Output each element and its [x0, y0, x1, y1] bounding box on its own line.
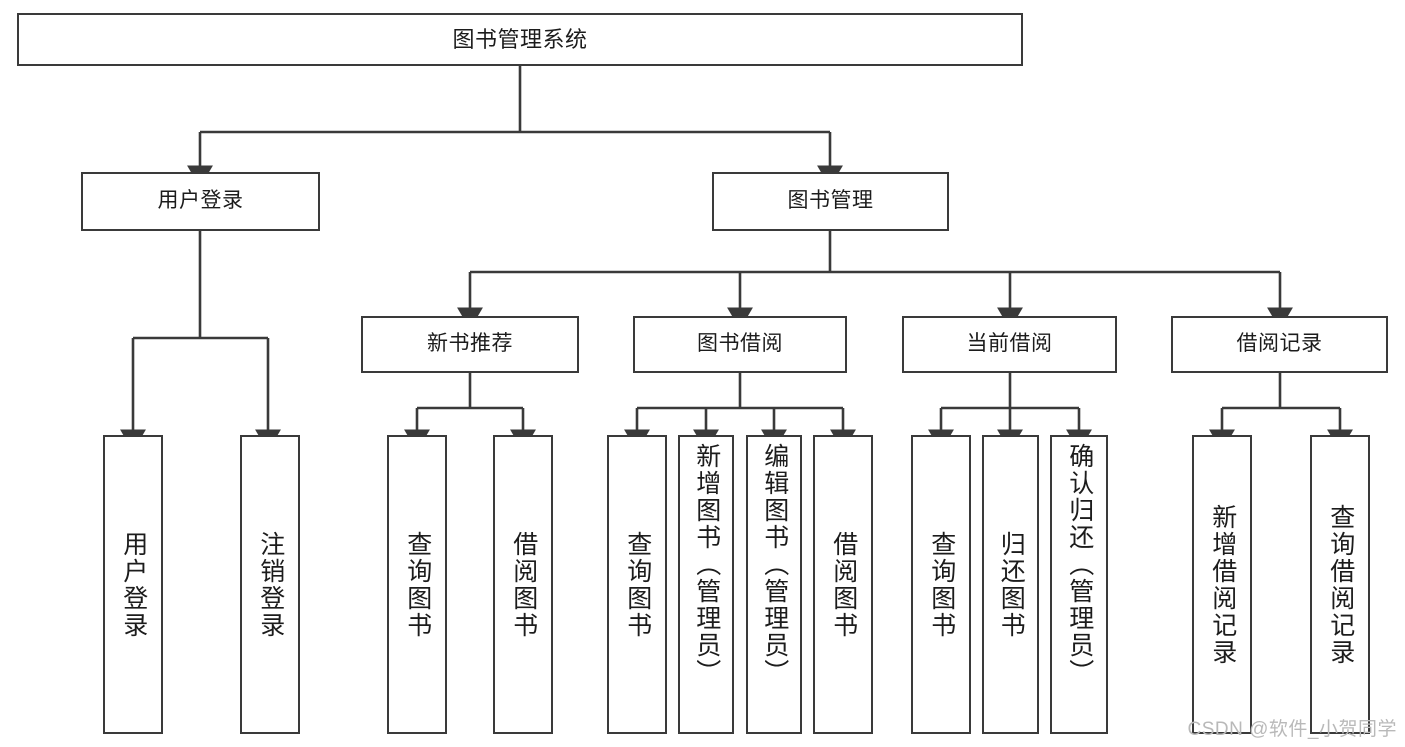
node-label: 借阅记录 [1236, 332, 1323, 356]
node-borrow-record[interactable]: 借阅记录 [1171, 316, 1388, 373]
node-label: 图书借阅 [697, 332, 783, 356]
node-label: 查询图书 [927, 530, 956, 639]
node-label: 查询图书 [403, 530, 432, 639]
leaf-logout[interactable]: 注销登录 [240, 435, 300, 734]
node-label: 查询图书 [623, 530, 652, 639]
leaf-query-borrow-record[interactable]: 查询借阅记录 [1310, 435, 1370, 734]
node-book-management[interactable]: 图书管理 [712, 172, 949, 231]
node-label: 借阅图书 [829, 530, 858, 639]
node-label: 新书推荐 [427, 332, 513, 356]
leaf-confirm-return-admin[interactable]: 确认归还（管理员） [1050, 435, 1108, 734]
node-label: 新增借阅记录 [1208, 503, 1237, 666]
node-root-system[interactable]: 图书管理系统 [17, 13, 1023, 66]
leaf-add-borrow-record[interactable]: 新增借阅记录 [1192, 435, 1252, 734]
leaf-query-book-current[interactable]: 查询图书 [911, 435, 971, 734]
node-label: 查询借阅记录 [1326, 503, 1355, 666]
node-label: 图书管理系统 [452, 26, 588, 52]
node-label: 用户登录 [119, 530, 148, 639]
node-label: 确认归还（管理员） [1065, 443, 1094, 686]
node-label: 图书管理 [787, 189, 874, 213]
node-label: 当前借阅 [966, 332, 1053, 356]
node-label: 编辑图书（管理员） [760, 443, 789, 686]
node-label: 归还图书 [997, 530, 1026, 639]
leaf-add-book-admin[interactable]: 新增图书（管理员） [678, 435, 734, 734]
node-label: 借阅图书 [509, 530, 538, 639]
leaf-return-book[interactable]: 归还图书 [982, 435, 1039, 734]
leaf-edit-book-admin[interactable]: 编辑图书（管理员） [746, 435, 802, 734]
node-label: 新增图书（管理员） [692, 443, 721, 686]
node-user-login[interactable]: 用户登录 [81, 172, 320, 231]
leaf-borrow-book-recommend[interactable]: 借阅图书 [493, 435, 553, 734]
node-label: 注销登录 [256, 530, 285, 639]
leaf-user-login[interactable]: 用户登录 [103, 435, 163, 734]
leaf-borrow-book[interactable]: 借阅图书 [813, 435, 873, 734]
leaf-query-book-recommend[interactable]: 查询图书 [387, 435, 447, 734]
watermark-text: CSDN @软件_小贺同学 [1187, 719, 1397, 740]
node-current-borrow[interactable]: 当前借阅 [902, 316, 1117, 373]
node-label: 用户登录 [157, 189, 244, 213]
node-book-borrow[interactable]: 图书借阅 [633, 316, 847, 373]
node-new-book-recommend[interactable]: 新书推荐 [361, 316, 579, 373]
leaf-query-book-borrow[interactable]: 查询图书 [607, 435, 667, 734]
